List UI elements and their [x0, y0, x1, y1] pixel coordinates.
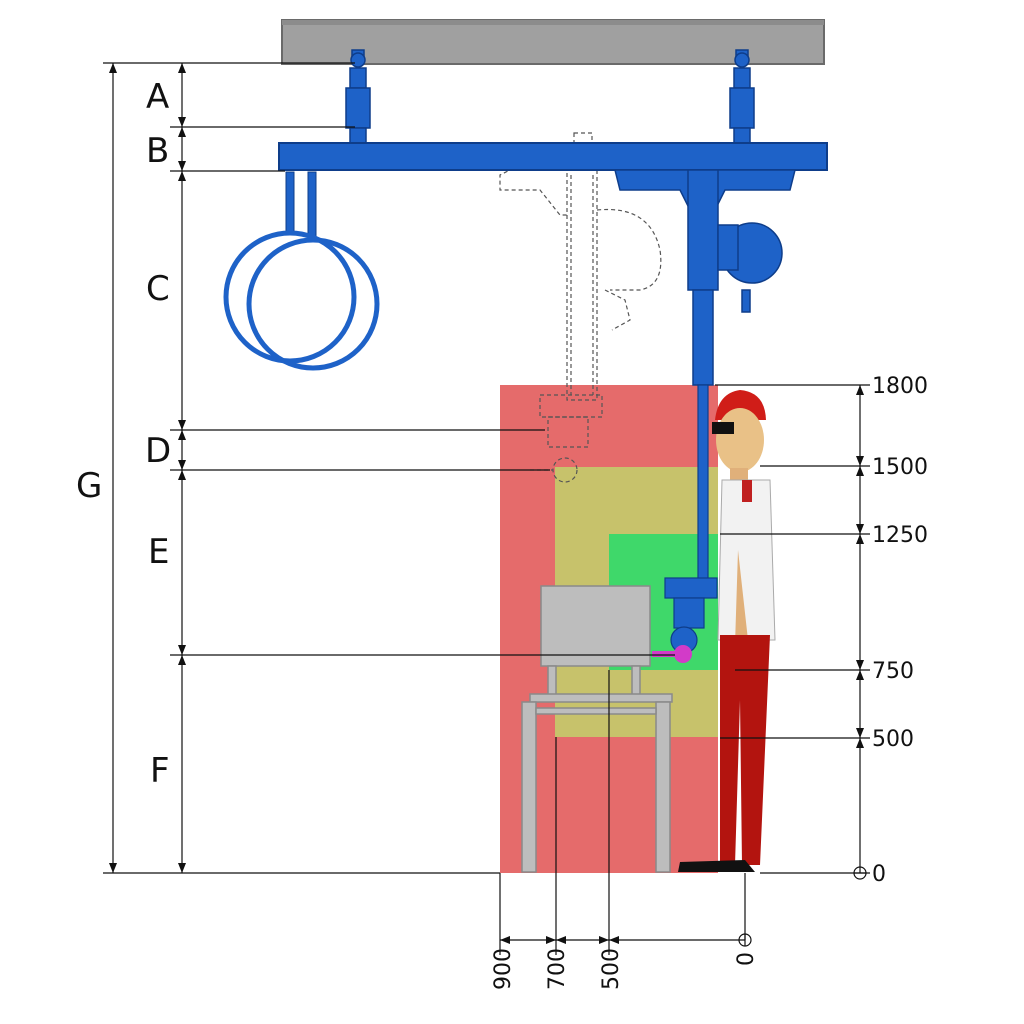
height-tick-1800: 1800 — [872, 374, 928, 399]
trolley-right — [729, 49, 755, 144]
bridge-beam — [278, 142, 828, 171]
dim-label-d: D — [145, 431, 171, 471]
height-tick-500: 500 — [872, 727, 914, 752]
reach-tick-700: 700 — [545, 948, 570, 990]
tool-tip — [652, 645, 692, 663]
dimension-lines — [103, 62, 870, 955]
work-table — [521, 585, 673, 873]
ceiling-rail — [281, 19, 825, 65]
height-tick-1500: 1500 — [872, 455, 928, 480]
dim-label-b: B — [146, 131, 169, 171]
height-tick-750: 750 — [872, 659, 914, 684]
dim-label-c: C — [146, 269, 170, 309]
origin-markers — [738, 866, 867, 947]
reach-tick-0: 0 — [734, 952, 759, 966]
reach-tick-500: 500 — [599, 948, 624, 990]
height-tick-1250: 1250 — [872, 523, 928, 548]
dim-label-g: G — [76, 466, 102, 506]
hose-loops — [223, 171, 380, 371]
worker-figure — [678, 390, 776, 872]
trolley-left — [345, 49, 371, 144]
reach-tick-900: 900 — [491, 948, 516, 990]
dim-label-a: A — [146, 77, 169, 117]
height-tick-0: 0 — [872, 862, 886, 887]
dim-label-f: F — [150, 751, 170, 791]
hoist-carriage — [614, 169, 796, 386]
dim-label-e: E — [148, 532, 169, 572]
dimension-arrows — [109, 63, 864, 944]
drop-column — [664, 384, 718, 654]
